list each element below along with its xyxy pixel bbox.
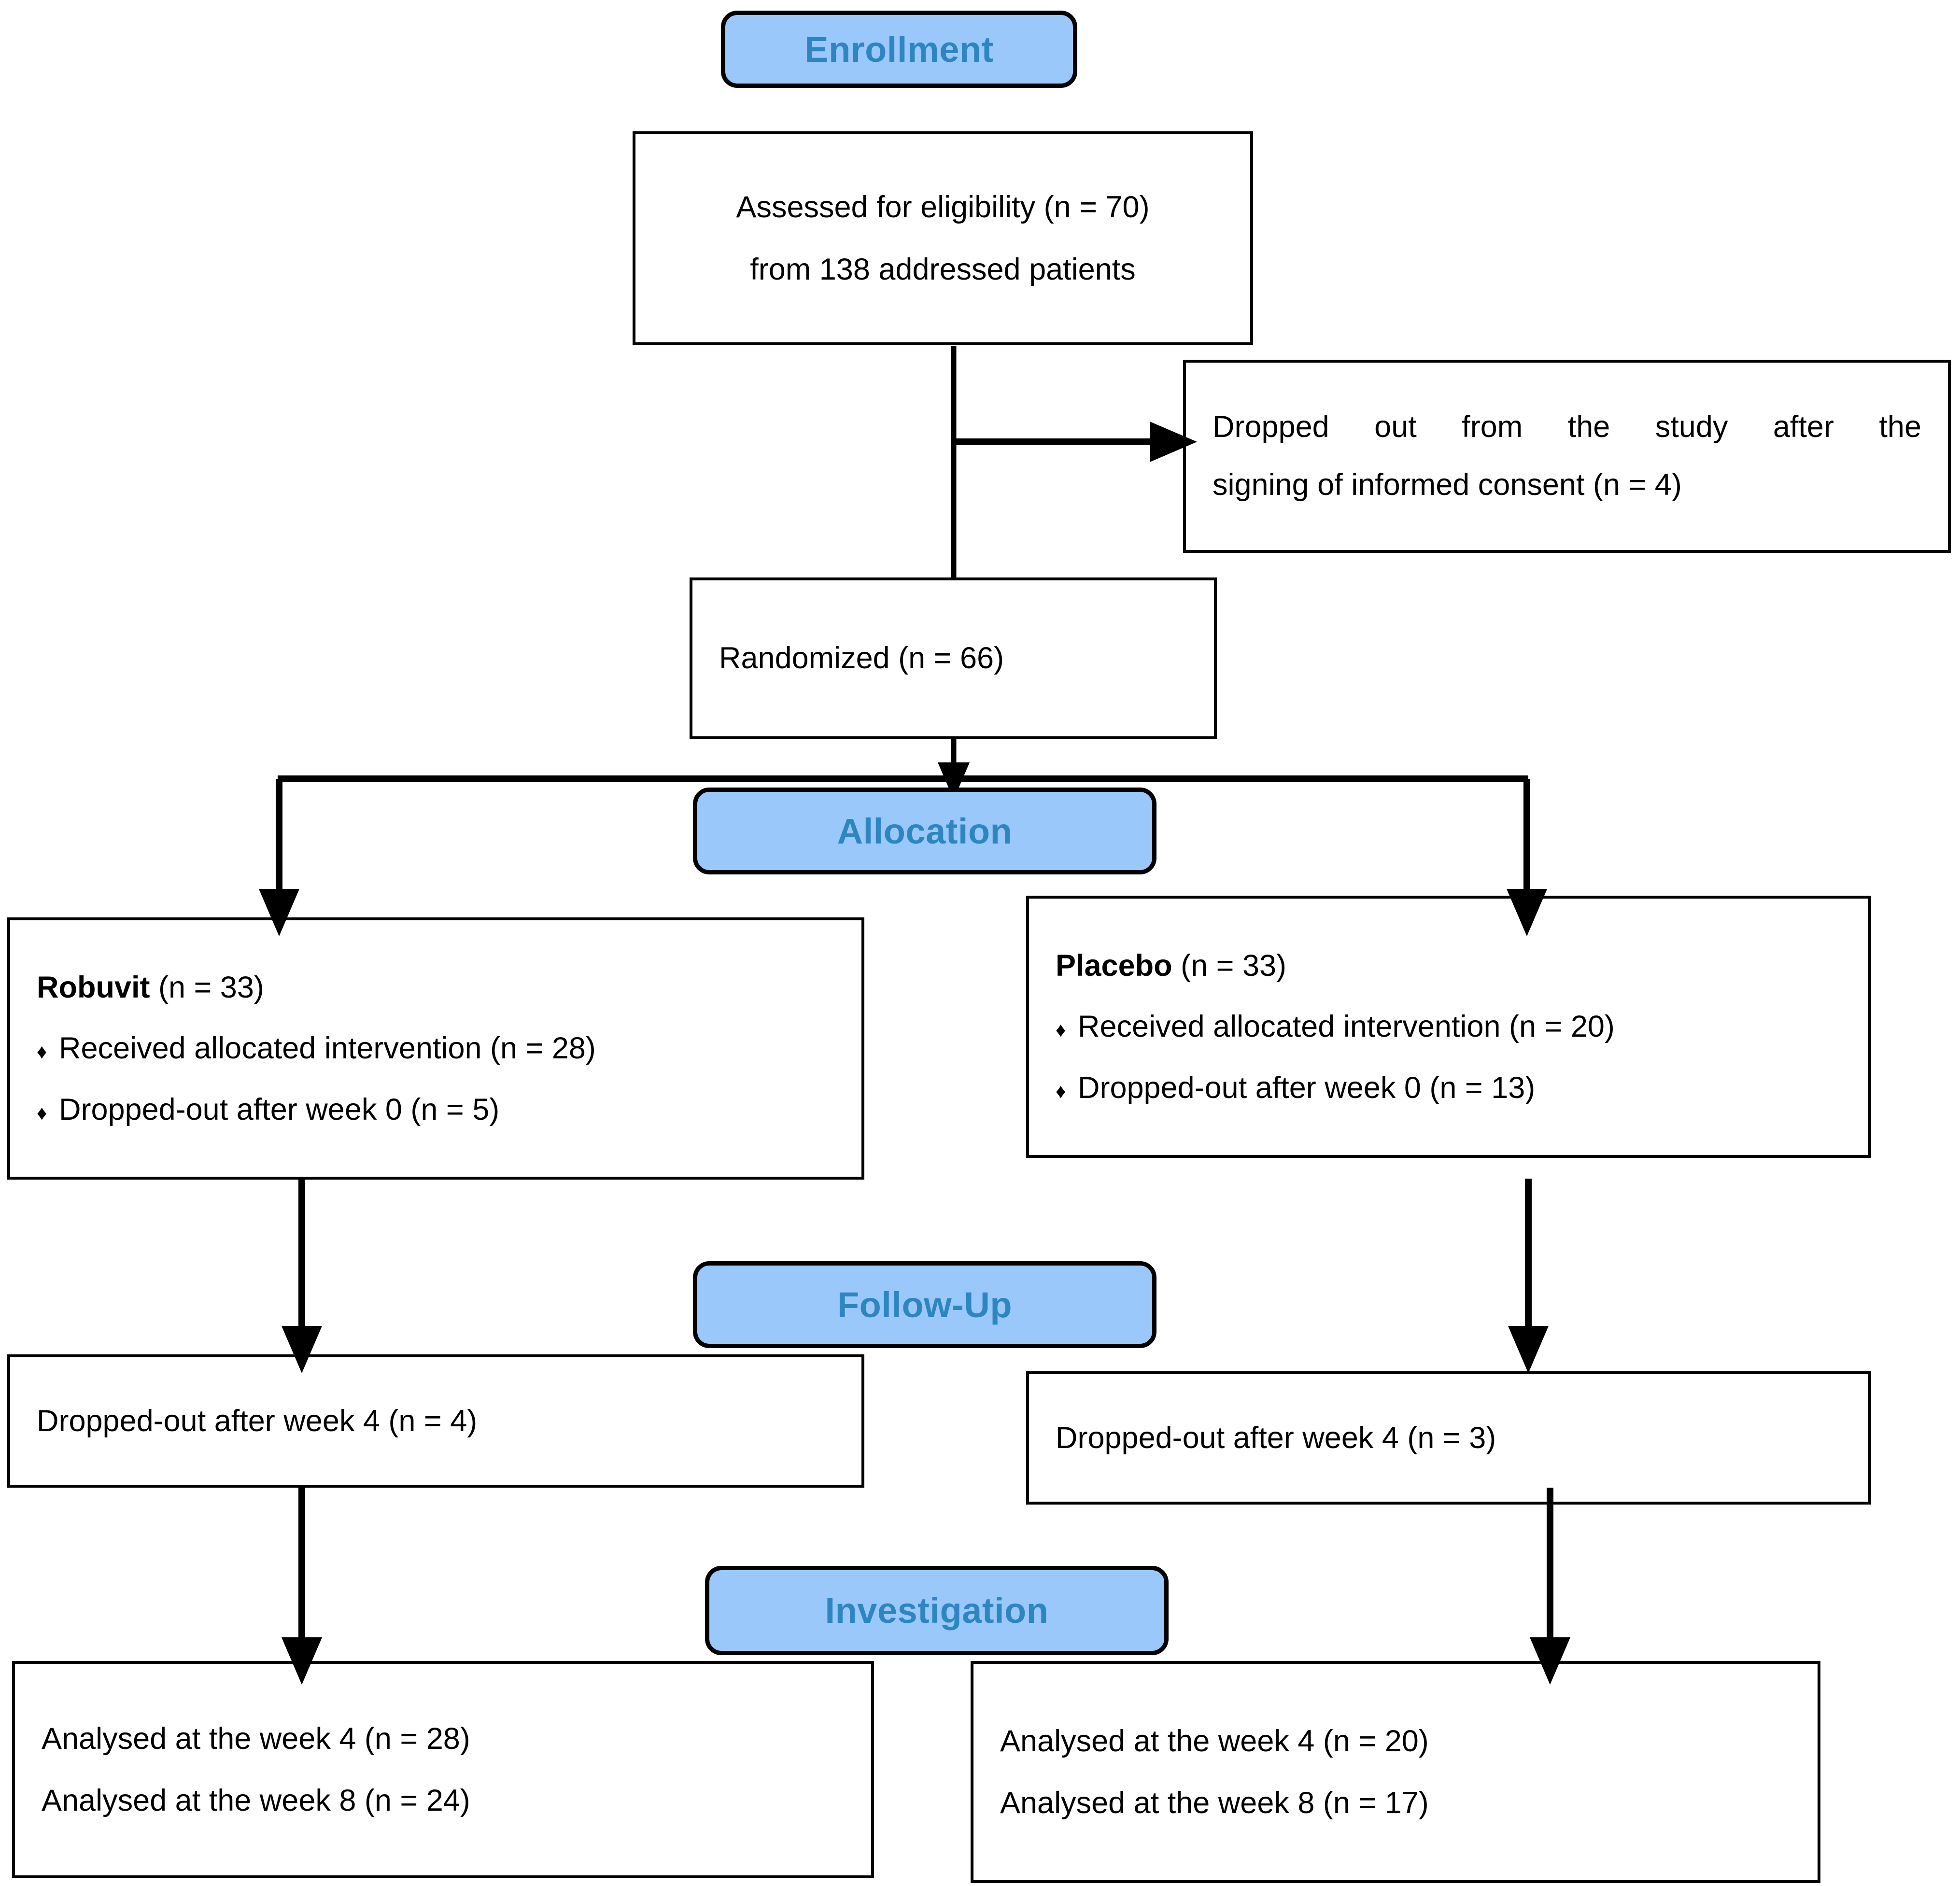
box-followup-robuvit: Dropped-out after week 4 (n = 4) [7, 1354, 864, 1488]
stage-badge-followup: Follow-Up [693, 1261, 1156, 1348]
analysis-robuvit-week8: Analysed at the week 8 (n = 24) [42, 1784, 470, 1817]
diamond-bullet-icon: ♦ [1056, 1018, 1066, 1042]
list-item: ♦ Dropped-out after week 0 (n = 13) [1029, 1070, 1868, 1105]
stage-badge-allocation: Allocation [693, 788, 1156, 874]
box-allocation-robuvit: Robuvit (n = 33) ♦ Received allocated in… [7, 917, 864, 1180]
assessed-line-2: from 138 addressed patients [750, 252, 1136, 286]
followup-placebo-text: Dropped-out after week 4 (n = 3) [1056, 1421, 1496, 1455]
arm-name-placebo: Placebo [1056, 949, 1172, 983]
arm-count-robuvit: (n = 33) [158, 971, 264, 1005]
box-followup-placebo: Dropped-out after week 4 (n = 3) [1026, 1371, 1871, 1505]
box-dropped-out-after-consent: Dropped out from the study after the sig… [1183, 360, 1951, 553]
randomized-label: Randomized (n = 66) [719, 641, 1004, 676]
stage-badge-investigation: Investigation [705, 1566, 1169, 1655]
list-item: ♦ Received allocated intervention (n = 2… [1029, 1011, 1868, 1042]
stage-badge-enrollment: Enrollment [721, 11, 1077, 88]
box-assessed-for-eligibility: Assessed for eligibility (n = 70) from 1… [633, 131, 1253, 345]
placebo-received-text: Received allocated intervention (n = 20) [1078, 1010, 1615, 1044]
dropped-consent-line-2: signing of informed consent (n = 4) [1213, 468, 1682, 502]
followup-robuvit-text: Dropped-out after week 4 (n = 4) [37, 1404, 478, 1438]
box-analysis-robuvit: Analysed at the week 4 (n = 28) Analysed… [12, 1661, 874, 1878]
assessed-line-1: Assessed for eligibility (n = 70) [736, 190, 1150, 225]
robuvit-received-text: Received allocated intervention (n = 28) [59, 1031, 596, 1066]
arm-name-robuvit: Robuvit [37, 971, 150, 1005]
placebo-dropped-week0-text: Dropped-out after week 0 (n = 13) [1078, 1070, 1536, 1105]
diamond-bullet-icon: ♦ [37, 1040, 47, 1063]
list-item: ♦ Dropped-out after week 0 (n = 5) [10, 1092, 861, 1126]
box-allocation-placebo: Placebo (n = 33) ♦ Received allocated in… [1026, 896, 1871, 1158]
box-randomized: Randomized (n = 66) [690, 577, 1217, 739]
dropped-consent-line-1: Dropped out from the study after the [1213, 410, 1921, 444]
analysis-placebo-week4: Analysed at the week 4 (n = 20) [1000, 1724, 1429, 1758]
diamond-bullet-icon: ♦ [37, 1101, 47, 1124]
diamond-bullet-icon: ♦ [1056, 1079, 1066, 1102]
analysis-robuvit-week4: Analysed at the week 4 (n = 28) [42, 1721, 470, 1756]
box-analysis-placebo: Analysed at the week 4 (n = 20) Analysed… [971, 1661, 1820, 1883]
arm-header-placebo: Placebo (n = 33) [1029, 950, 1868, 982]
analysis-placebo-week8: Analysed at the week 8 (n = 17) [1000, 1786, 1429, 1820]
arm-count-placebo: (n = 33) [1181, 949, 1286, 983]
robuvit-dropped-week0-text: Dropped-out after week 0 (n = 5) [59, 1092, 500, 1126]
arm-header-robuvit: Robuvit (n = 33) [10, 971, 861, 1003]
list-item: ♦ Received allocated intervention (n = 2… [10, 1032, 861, 1064]
